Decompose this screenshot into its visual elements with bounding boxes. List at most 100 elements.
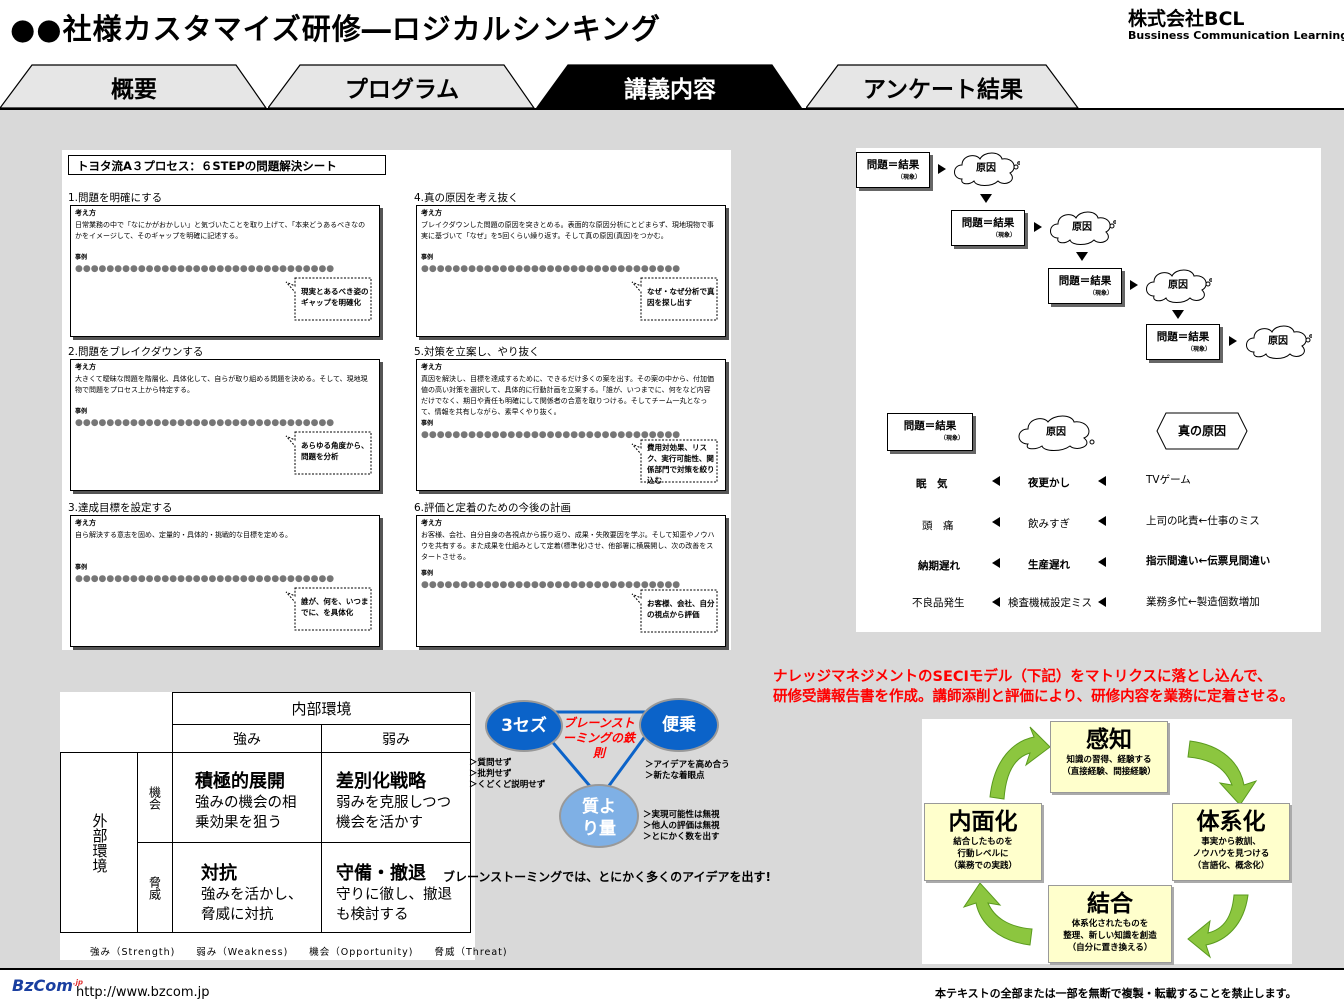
callout-text: 費用対効果、リスク、実行可能性、関係部門で対策を絞り込む (647, 443, 715, 485)
cell-text: 守りに徹し、撤退も検討する (336, 887, 452, 923)
step-box: 考え方 自ら解決する意志を固め、定量的・具体的・挑戦的な目標を定める。 事例 ●… (70, 515, 380, 647)
think-label: 考え方 (75, 209, 96, 217)
footer: BzCom.jp http://www.bzcom.jp 本テキストの全部または… (0, 968, 1344, 1008)
placeholder-dots: ●●●●●●●●●●●●●●●●●●●●●●●●●●●●●●●●● (421, 430, 681, 440)
speech-bubble: お客様、会社、自分の視点から評価 (631, 586, 721, 636)
cause-cloud: 原因 (1144, 268, 1212, 304)
step-box: 考え方 お客様、会社、自分自身の各視点から振り返り、成果・失敗要因を学ぶ。そして… (416, 515, 726, 647)
example-label: 事例 (75, 408, 88, 415)
footer-rule (0, 968, 1344, 970)
tab-program[interactable]: プログラム (268, 64, 536, 110)
seci-line: 整理、新しい知識を創造 (1063, 931, 1157, 941)
result-sub: （現象） (1088, 290, 1113, 297)
callout-text: あらゆる角度から、問題を分析 (301, 441, 369, 461)
tab-underline (0, 108, 1344, 110)
list-item: ＞実現可能性は無視 (643, 810, 720, 820)
list-item: ＞批判せず (469, 769, 512, 779)
true-cause-text: 指示間違い←伝票見間違い (1146, 555, 1271, 567)
step-box: 考え方 大きくて曖昧な問題を階層化、具体化して、自らが取り組める問題を決める。そ… (70, 359, 380, 491)
callout-text: なぜ・なぜ分析で真因を探し出す (647, 287, 715, 307)
speech-bubble: なぜ・なぜ分析で真因を探し出す (631, 274, 721, 324)
step-title: 2.問題をブレイクダウンする (68, 346, 204, 358)
seci-line: 行動レベルに (957, 849, 1009, 859)
circle-label: 質より量 (582, 797, 616, 839)
think-label: 考え方 (75, 519, 96, 527)
effect-text: 不良品発生 (912, 597, 965, 609)
true-cause-label: 真の原因 (1177, 424, 1226, 438)
seci-title: 結合 (1087, 891, 1133, 917)
a3-problem-solving-sheet: トヨタ流A３プロセス：６STEPの問題解決シート 1.問題を明確にする 考え方 … (62, 150, 731, 650)
cause-label: 原因 (1046, 427, 1066, 438)
step-description: ブレイクダウンした問題の原因を突きとめる。表面的な原因分析にとどまらず、現地現物… (421, 221, 714, 240)
threat-header: 脅威 (137, 842, 173, 933)
seci-model: 感知 知識の習得、経験する （直接経験、間接経験） 体系化 事実から教訓、 ノウ… (922, 719, 1292, 964)
note-line: ナレッジマネジメントのSECIモデル（下記）をマトリクスに落とし込んで、 (773, 669, 1272, 685)
think-label: 考え方 (421, 209, 442, 217)
result-sub: （現象） (1186, 346, 1211, 353)
arrow-left-icon (1098, 516, 1106, 526)
swot-legend: 強み（Strength) 弱み（Weakness) 機会（Opportunity… (90, 947, 508, 958)
brainstorm-center-label: ブレーンストーミングの鉄則 (563, 716, 636, 760)
seci-note: ナレッジマネジメントのSECIモデル（下記）をマトリクスに落とし込んで、 研修受… (773, 667, 1339, 707)
swot-cell-so: 積極的展開 強みの機会の相乗効果を狙う (172, 752, 322, 843)
result-label: 問題＝結果 (903, 420, 957, 432)
placeholder-dots: ●●●●●●●●●●●●●●●●●●●●●●●●●●●●●●●●● (75, 418, 335, 428)
cell-title: 積極的展開 (195, 771, 285, 792)
step-title: 6.評価と定着のための今後の計画 (414, 502, 572, 514)
list-item: ＞他人の評価は無視 (643, 821, 720, 831)
cause-legend-cloud: 原因 (1016, 414, 1096, 452)
speech-bubble: 誰が、何を、いつまでに、を具体化 (285, 584, 375, 634)
placeholder-dots: ●●●●●●●●●●●●●●●●●●●●●●●●●●●●●●●●● (421, 580, 681, 590)
seci-line: （直接経験、間接経験） (1062, 767, 1156, 777)
brainstorm-diagram: 3セズ 便乗 質より量 ブレーンストーミングの鉄則 ＞質問せず ＞批判せず ＞く… (435, 690, 771, 890)
cause-chain-diagram: 問題＝結果 （現象） 原因 問題＝結果 （現象） 原因 問題＝結果 （現象） 原… (856, 148, 1321, 632)
empty-cell (137, 724, 173, 753)
cell-title: 対抗 (201, 863, 237, 884)
cell-title: 守備・撤退 (336, 863, 426, 884)
swot-cell-wt: 守備・撤退 守りに徹し、撤退も検討する (321, 842, 471, 933)
step-description: 大きくて曖昧な問題を階層化、具体化して、自らが取り組める問題を決める。そして、現… (75, 375, 368, 394)
cause-label: 原因 (1268, 336, 1288, 347)
logo-sup: .jp (72, 978, 83, 987)
arrow-left-icon (1098, 476, 1106, 486)
rule-circle-quantity: 質より量 (559, 784, 639, 848)
list-item: ＞くどくど説明せず (469, 780, 546, 790)
true-cause-text: 業務多忙←製造個数増加 (1146, 596, 1260, 608)
cause-cloud: 原因 (1244, 324, 1312, 360)
arrow-down-icon (980, 194, 992, 203)
true-cause-box: 真の原因 (1156, 412, 1248, 450)
empty-cell (61, 725, 138, 753)
tab-label: プログラム (344, 77, 460, 103)
internal-env-header: 内部環境 (172, 692, 471, 725)
company-name: 株式会社BCL (1128, 8, 1245, 30)
sheet-heading: トヨタ流A３プロセス：６STEPの問題解決シート (68, 155, 386, 175)
result-label: 問題＝結果 (1156, 331, 1210, 343)
step-box: 考え方 日常業務の中で「なにかがおかしい」と気づいたことを取り上げて、「本来どう… (70, 205, 380, 337)
example-label: 事例 (421, 420, 434, 427)
seci-line: 事実から教訓、 (1201, 837, 1261, 847)
strength-header: 強み (172, 724, 322, 753)
result-label: 問題＝結果 (961, 217, 1015, 229)
result-box: 問題＝結果 （現象） (856, 152, 930, 188)
list-item: ＞とにかく数を出す (643, 832, 720, 842)
swot-cell-wo: 差別化戦略 弱みを克服しつつ機会を活かす (321, 752, 471, 843)
think-label: 考え方 (75, 363, 96, 371)
website-link[interactable]: http://www.bzcom.jp (76, 985, 210, 1000)
tab-lecture-content[interactable]: 講義内容 (536, 64, 804, 110)
true-cause-text: 上司の叱責←仕事のミス (1146, 515, 1260, 527)
seci-title: 内面化 (948, 809, 1018, 835)
tab-overview[interactable]: 概要 (0, 64, 268, 110)
swot-cell-st: 対抗 強みを活かし、脅威に対抗 (172, 842, 322, 933)
tab-survey-results[interactable]: アンケート結果 (806, 64, 1080, 110)
arrow-right-icon (1034, 222, 1042, 232)
cause-cloud: 原因 (952, 151, 1020, 187)
copyright-notice: 本テキストの全部または一部を無断で複製・転載することを禁止します。 (935, 987, 1297, 1000)
empty-cell (61, 693, 138, 725)
arrow-left-icon (1098, 557, 1106, 567)
result-sub: （現象） (939, 435, 964, 442)
arrow-left-icon (992, 558, 1000, 568)
seci-line: （言語化、概念化） (1192, 861, 1270, 871)
speech-bubble: 費用対効果、リスク、実行可能性、関係部門で対策を絞り込む (631, 436, 721, 486)
seci-cycle-arrows (962, 726, 1258, 959)
step-title: 5.対策を立案し、やり抜く (414, 346, 540, 358)
